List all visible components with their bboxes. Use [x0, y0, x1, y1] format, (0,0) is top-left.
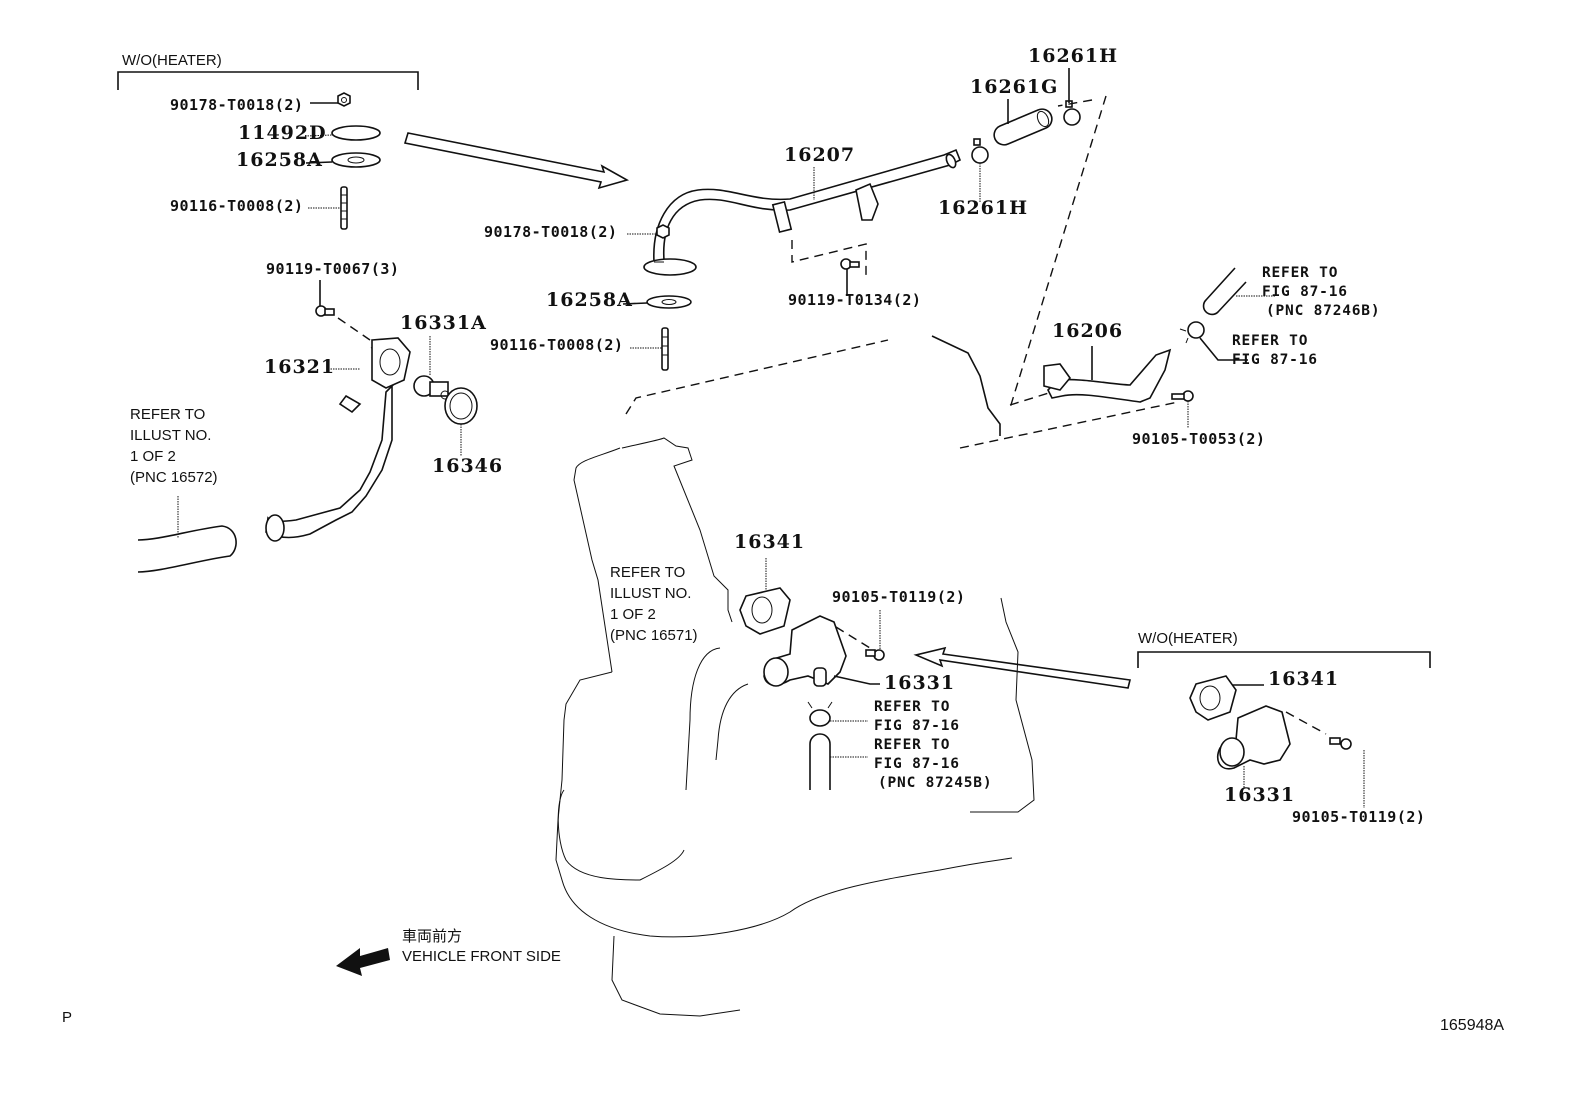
part-label[interactable]: 90119-T0134(2) — [788, 291, 922, 309]
part-label[interactable]: 90119-T0067(3) — [266, 260, 400, 278]
hose-clamp-icon — [971, 138, 989, 164]
reference-note-clamp[interactable]: REFER TO FIG 87-16 — [874, 699, 960, 734]
part-label[interactable]: 11492D — [238, 122, 327, 144]
wo-heater-bracket-bottom — [1137, 651, 1431, 668]
thermostat-16331a — [413, 375, 450, 400]
hose-clamp-icon — [1179, 321, 1205, 344]
part-label[interactable]: 16206 — [1052, 320, 1124, 342]
radiator-hose-16572 — [137, 525, 237, 573]
gasket-icon — [331, 152, 381, 168]
part-label[interactable]: 16258A — [236, 149, 323, 171]
assembly-arrow-icon — [913, 646, 1131, 689]
part-label[interactable]: 16258A — [546, 289, 633, 311]
bolt-icon — [865, 649, 885, 661]
engine-outline — [555, 335, 1035, 1017]
water-outlet-16331 — [1216, 705, 1291, 770]
part-label[interactable]: 90105-T0119(2) — [1292, 808, 1426, 826]
reference-note-16572[interactable]: REFER TO ILLUST NO. 1 OF 2 (PNC 16572) — [130, 406, 218, 486]
gasket-icon — [646, 295, 692, 309]
bolt-icon — [1171, 390, 1194, 402]
part-label[interactable]: 16331A — [400, 312, 487, 334]
reference-note-87245b[interactable]: REFER TO FIG 87-16 (PNC 87245B) — [874, 737, 993, 791]
dashed-guide — [791, 240, 867, 278]
gasket-16341 — [1189, 675, 1237, 721]
part-label[interactable]: 90178-T0018(2) — [170, 96, 304, 114]
reference-note-16571[interactable]: REFER TO ILLUST NO. 1 OF 2 (PNC 16571) — [610, 564, 698, 644]
group-label-wo-heater-bottom: W/O(HEATER) — [1138, 630, 1238, 647]
part-label[interactable]: 90105-T0119(2) — [832, 588, 966, 606]
part-label[interactable]: 16331 — [1224, 784, 1296, 806]
reference-note-clamp[interactable]: REFER TO FIG 87-16 — [1232, 333, 1318, 368]
dashed-guide — [1009, 95, 1107, 409]
part-label[interactable]: 90116-T0008(2) — [170, 197, 304, 215]
hose-87246b — [1202, 267, 1247, 316]
part-label[interactable]: 90105-T0053(2) — [1132, 430, 1266, 448]
illustration-id: 165948A — [1440, 1017, 1505, 1034]
group-label-wo-heater-top: W/O(HEATER) — [122, 52, 222, 69]
part-label[interactable]: 90116-T0008(2) — [490, 336, 624, 354]
bolt-icon — [1329, 737, 1352, 750]
assembly-arrow-icon — [403, 132, 630, 190]
page-marker: P — [62, 1009, 73, 1026]
part-label[interactable]: 16261H — [938, 197, 1029, 219]
part-label[interactable]: 16341 — [1268, 668, 1340, 690]
nut-icon — [337, 92, 351, 107]
part-label[interactable]: 90178-T0018(2) — [484, 223, 618, 241]
hose-clamp-icon — [1063, 100, 1081, 126]
part-label[interactable]: 16207 — [784, 144, 856, 166]
bolt-icon — [315, 305, 335, 317]
stud-bolt-icon — [340, 186, 348, 230]
hose-16261g — [993, 108, 1053, 146]
vehicle-front-side-label: 車両前方 VEHICLE FRONT SIDE — [402, 928, 561, 965]
water-inlet-16321 — [265, 337, 411, 542]
gasket-icon — [331, 125, 381, 141]
dashed-guide — [959, 401, 1179, 449]
hose-clamp-icon — [807, 701, 833, 727]
bolt-icon — [840, 258, 860, 270]
gasket-16341 — [739, 587, 791, 635]
part-label[interactable]: 16346 — [432, 455, 504, 477]
water-outlet-16331 — [763, 615, 847, 687]
water-pipe-16206 — [1043, 348, 1172, 403]
nut-icon — [656, 224, 670, 239]
stud-bolt-icon — [661, 327, 669, 371]
dashed-guide — [1009, 391, 1053, 406]
reference-note-87246b[interactable]: REFER TO FIG 87-16 (PNC 87246B) — [1262, 265, 1381, 319]
part-label[interactable]: 16261H — [1028, 45, 1119, 67]
part-label[interactable]: 16321 — [264, 356, 336, 378]
part-label[interactable]: 16261G — [970, 76, 1059, 98]
hose-87245b — [809, 733, 831, 790]
part-label[interactable]: 16341 — [734, 531, 806, 553]
part-label[interactable]: 16331 — [884, 672, 956, 694]
wo-heater-bracket-top — [117, 71, 419, 90]
gasket-ring-16346 — [444, 387, 478, 425]
vehicle-front-arrow-icon — [336, 948, 390, 976]
water-pipe-16207 — [643, 148, 962, 276]
